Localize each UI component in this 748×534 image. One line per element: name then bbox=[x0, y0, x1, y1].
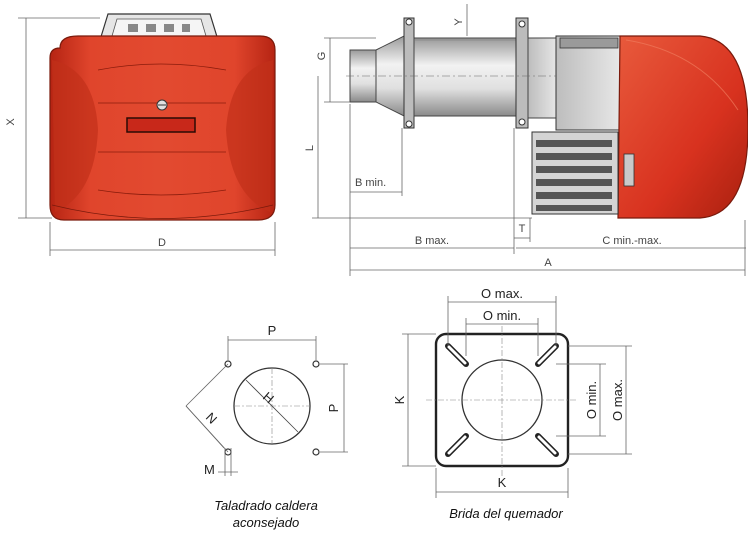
front-slot bbox=[126, 117, 196, 133]
dimension-d: D bbox=[49, 222, 276, 256]
front-view bbox=[49, 13, 276, 221]
dimension-x: X bbox=[5, 17, 100, 219]
label-o-min-top: O min. bbox=[483, 308, 521, 323]
label-p-right: P bbox=[326, 404, 341, 413]
label-o-min-right: O min. bbox=[584, 381, 599, 419]
flange-slots bbox=[445, 343, 559, 457]
dimension-b-max: B max. bbox=[350, 128, 515, 254]
front-flange bbox=[403, 17, 415, 129]
blast-tube bbox=[413, 37, 517, 117]
label-g: G bbox=[316, 52, 328, 61]
dimension-y: Y bbox=[453, 4, 468, 36]
label-y: Y bbox=[453, 18, 465, 26]
dimension-l: L bbox=[304, 76, 532, 219]
label-b-max: B max. bbox=[415, 235, 449, 247]
dimension-g: G bbox=[316, 37, 376, 103]
label-k-left: K bbox=[392, 395, 407, 404]
caption-flange: Brida del quemador bbox=[449, 506, 563, 521]
side-view bbox=[346, 17, 748, 219]
label-k-bottom: K bbox=[498, 475, 507, 490]
boiler-drilling-pattern: H P P N M Taladrado caldera aconsejado bbox=[185, 323, 348, 530]
label-o-max-top: O max. bbox=[481, 286, 523, 301]
label-l: L bbox=[304, 145, 316, 151]
label-h: H bbox=[260, 389, 277, 407]
label-p-top: P bbox=[268, 323, 277, 338]
label-n: N bbox=[203, 410, 220, 427]
label-t: T bbox=[519, 223, 526, 235]
dimension-t: T bbox=[514, 218, 531, 242]
side-housing bbox=[617, 35, 748, 219]
rear-flange bbox=[515, 17, 529, 129]
label-b-min: B min. bbox=[355, 177, 386, 189]
dimension-c: C min.-max. bbox=[516, 220, 746, 276]
caption-drilling-line1: Taladrado caldera bbox=[214, 498, 318, 513]
motor-box bbox=[555, 35, 623, 131]
air-intake-fins bbox=[531, 131, 619, 215]
label-m: M bbox=[204, 462, 215, 477]
label-o-max-right: O max. bbox=[610, 379, 625, 421]
label-d: D bbox=[158, 237, 166, 249]
dimension-a: A bbox=[350, 257, 745, 271]
burner-flange: O max. O min. O min. O max. K K Brida de… bbox=[392, 286, 632, 521]
label-c-min-max: C min.-max. bbox=[602, 235, 661, 247]
label-x: X bbox=[5, 118, 17, 126]
label-a: A bbox=[544, 257, 552, 269]
caption-drilling-line2: aconsejado bbox=[233, 515, 300, 530]
dimension-b-min: B min. bbox=[349, 104, 403, 276]
